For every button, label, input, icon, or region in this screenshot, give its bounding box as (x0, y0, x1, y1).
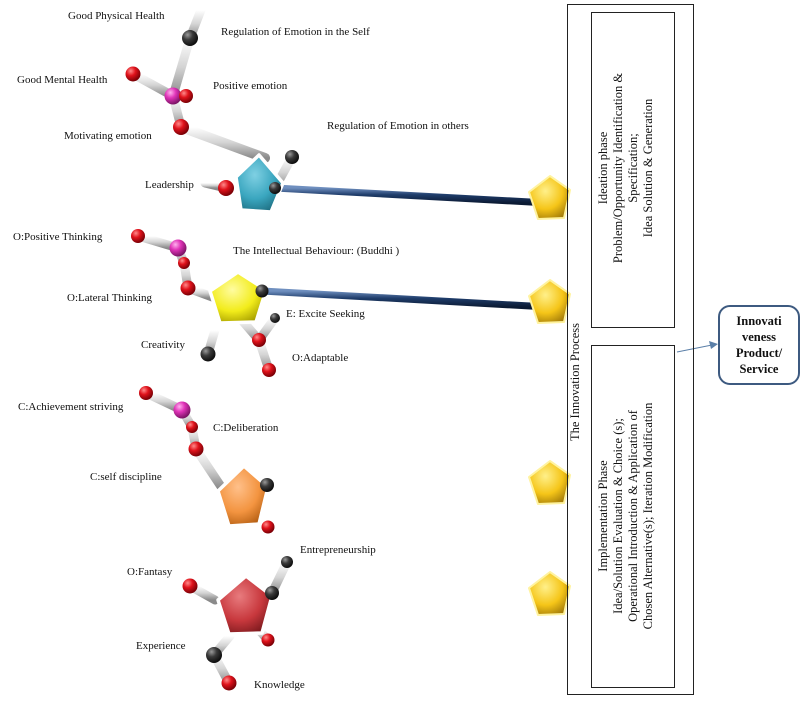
output-line-1: Innovati (736, 314, 782, 328)
output-line-3: Product/ (735, 346, 783, 360)
label-fantasy: O:Fantasy (127, 566, 173, 578)
ideation-phase-text: Ideation phase Problem/Opportunity Ident… (596, 18, 656, 318)
rod-1 (271, 184, 552, 207)
label-adaptable: O:Adaptable (292, 352, 349, 364)
molecule-emotional (125, 5, 299, 214)
ideation-line-4: Idea Solution & Generation (641, 98, 655, 238)
output-line-2: veness (741, 330, 776, 344)
molecule-intellectual (131, 229, 280, 377)
innovation-process-title: The Innovation Process (568, 322, 582, 441)
impl-line-4: Chosen Alternative(s); Iteration Modific… (641, 402, 655, 630)
impl-line-1: Implementation Phase (596, 460, 610, 572)
red-pentagon (216, 574, 274, 636)
label-regulation-self: Regulation of Emotion in the Self (221, 26, 370, 38)
label-motivating-emotion: Motivating emotion (64, 130, 152, 142)
impl-line-3: Operational Introduction & Application o… (626, 410, 640, 622)
label-lateral-thinking: O:Lateral Thinking (67, 292, 153, 304)
label-excite-seeking: E: Excite Seeking (286, 308, 365, 320)
impl-line-2: Idea/Solution Evaluation & Choice (s); (611, 418, 625, 614)
output-arrowhead (709, 341, 718, 349)
implementation-phase-box (591, 345, 675, 688)
rod-2 (258, 287, 552, 311)
output-text: Innovati veness Product/ Service (736, 313, 782, 377)
label-achievement-striving: C:Achievement striving (18, 401, 124, 413)
label-deliberation: C:Deliberation (213, 422, 279, 434)
label-experience: Experience (136, 640, 186, 652)
orange-pentagon (216, 464, 270, 528)
output-arrow (676, 344, 713, 353)
ideation-line-1: Ideation phase (596, 131, 610, 205)
innovativeness-output-box: Innovati veness Product/ Service (718, 305, 800, 385)
molecule-conscientiousness (139, 386, 275, 534)
ideation-line-2: Problem/Opportunity Identification & (611, 72, 625, 264)
gold-pentagon-4 (528, 571, 571, 616)
label-positive-thinking: O:Positive Thinking (13, 231, 103, 243)
implementation-phase-text: Implementation Phase Idea/Solution Evalu… (596, 349, 656, 683)
molecule-entrepreneurship (182, 556, 293, 691)
innovation-process-box (567, 4, 694, 695)
label-entrepreneurship: Entrepreneurship (300, 544, 376, 556)
yellow-pentagon (208, 270, 268, 325)
gold-pentagon-1 (528, 175, 571, 220)
label-leadership: Leadership (145, 179, 194, 191)
label-positive-emotion: Positive emotion (213, 80, 288, 92)
ideation-phase-box (591, 12, 675, 328)
label-regulation-others: Regulation of Emotion in others (327, 120, 469, 132)
gold-pentagon-2 (528, 279, 571, 324)
ideation-line-3: Specification; (626, 133, 640, 203)
gold-pentagon-3 (528, 460, 571, 505)
label-good-mental-health: Good Mental Health (17, 74, 108, 86)
output-line-4: Service (739, 362, 779, 376)
label-good-physical-health: Good Physical Health (68, 10, 165, 22)
teal-pentagon (234, 153, 285, 214)
label-self-discipline: C:self discipline (90, 471, 162, 483)
label-creativity: Creativity (141, 339, 185, 351)
label-knowledge: Knowledge (254, 679, 305, 691)
label-intellectual-behaviour: The Intellectual Behaviour: (Buddhi ) (233, 245, 400, 257)
